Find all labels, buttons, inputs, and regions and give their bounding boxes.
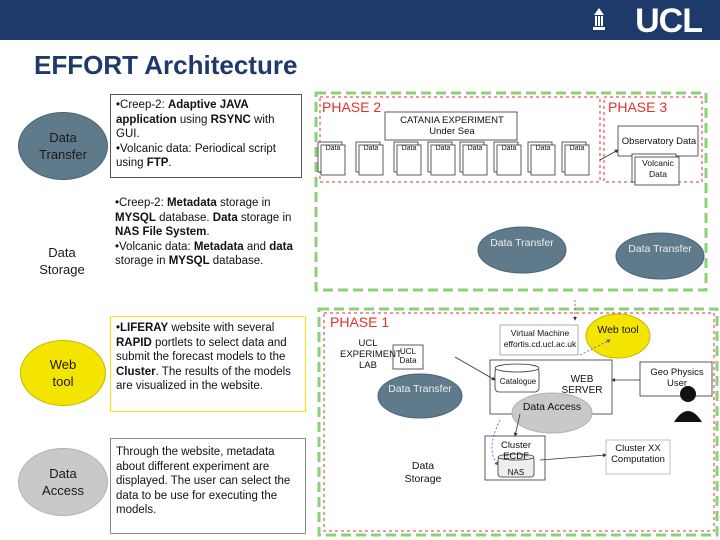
arrow-lab-to-server: [454, 356, 496, 381]
arrow-cluster-to-xx: [539, 453, 607, 461]
ucl-logo: UCL: [635, 2, 703, 40]
transfer-ellipse-right: [615, 232, 705, 280]
desc-access: Through the website, metadata about diff…: [110, 438, 306, 534]
phase1-label: PHASE 1: [330, 314, 390, 330]
observatory-label: Observatory Data: [621, 136, 697, 147]
transfer-ellipse-left: [477, 226, 567, 274]
user-icon: [674, 386, 702, 422]
geo-user-label: Geo Physics User: [650, 367, 704, 389]
transfer-label-left: Data Transfer: [490, 237, 554, 249]
file-label: Data: [401, 145, 417, 152]
file-label: Data: [467, 145, 483, 152]
phase1-border: [317, 307, 719, 537]
catania-box: [384, 111, 518, 141]
webserver-label: WEB SERVER: [561, 374, 603, 396]
arrow-phase2-to-phase3: [599, 149, 619, 161]
geo-user-box: [639, 361, 713, 397]
observatory-box: [617, 125, 699, 157]
data-file-2: [393, 141, 422, 176]
role-label: Web tool: [49, 357, 77, 389]
role-label: Data Transfer: [39, 130, 87, 162]
file-label: Data: [363, 145, 379, 152]
file-label: Data: [569, 145, 585, 152]
arrow-storage-nas: [491, 419, 501, 466]
data-file-4: [459, 141, 488, 176]
ucl-data-label: UCL Data: [399, 347, 417, 365]
phase2-border: [314, 91, 708, 292]
webtool-label: Web tool: [597, 324, 639, 336]
access-label: Data Access: [522, 401, 582, 413]
ucl-crest-icon: [593, 8, 605, 30]
role-data-transfer: Data Transfer: [18, 112, 108, 180]
phase3-border: [603, 96, 703, 183]
transfer-label-right: Data Transfer: [628, 243, 692, 255]
ucl-lab-label: UCL EXPERIMENT LAB: [340, 338, 402, 371]
phase2-label: PHASE 2: [322, 99, 382, 115]
role-web-tool: Web tool: [20, 340, 106, 406]
cluster-ecdf-label: Cluster ECDF: [500, 440, 532, 462]
data-file-3: [427, 141, 456, 176]
data-file-7: [561, 141, 590, 176]
desc-transfer: •Creep-2: Adaptive JAVA application usin…: [110, 94, 302, 178]
cluster-xx-label: Cluster XX Computation: [611, 443, 665, 465]
role-label: Data Access: [42, 466, 84, 498]
phase3-label: PHASE 3: [608, 99, 668, 115]
data-file-0: [317, 141, 346, 176]
access-ellipse: [511, 392, 593, 434]
desc-webtool: •LIFERAY website with several RAPID port…: [110, 316, 306, 412]
storage-label: Data Storage: [404, 460, 442, 485]
catalogue-label: Catalogue: [499, 377, 537, 386]
file-label: Data: [325, 145, 341, 152]
role-label: Data Storage: [39, 245, 85, 277]
file-label: Data: [435, 145, 451, 152]
role-data-storage: Data Storage: [18, 228, 106, 294]
data-file-1: [355, 141, 384, 176]
desc-storage: •Creep-2: Metadata storage in MYSQL data…: [115, 197, 293, 267]
transfer-label-mid: Data Transfer: [388, 383, 452, 395]
phase1-inner-border: [323, 312, 715, 532]
data-file-5: [493, 141, 522, 176]
file-label: Data: [501, 145, 517, 152]
webtool-ellipse: [585, 313, 651, 359]
arrow-server-to-cluster: [513, 413, 521, 437]
volcanic-label: Volcanic Data: [642, 158, 674, 179]
vm-label: Virtual Machine effortis.cd.ucl.ac.uk: [503, 328, 577, 349]
ucl-data-box: [392, 344, 424, 370]
role-data-access: Data Access: [18, 448, 108, 516]
nas-label: NAS: [507, 468, 525, 477]
vm-box: [499, 324, 579, 356]
phase2-inner-border: [319, 96, 601, 183]
file-label: Data: [535, 145, 551, 152]
page-title: EFFORT Architecture: [34, 50, 298, 80]
data-files-row: [317, 141, 590, 176]
transfer-ellipse-mid: [377, 373, 463, 419]
arrow-server-to-webtool: [579, 339, 611, 356]
data-file-6: [527, 141, 556, 176]
